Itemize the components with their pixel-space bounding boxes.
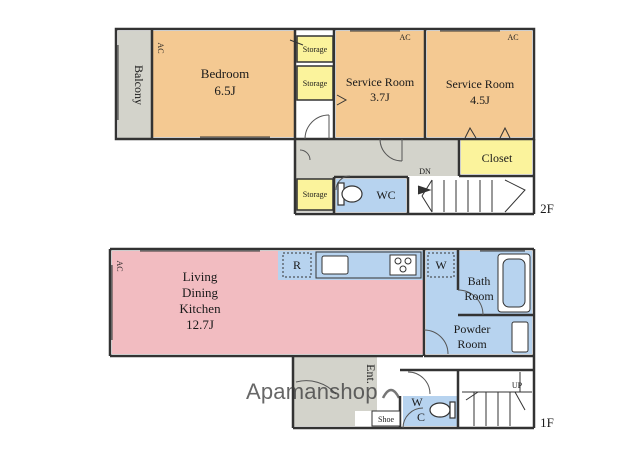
service-room-a-name: Service Room (346, 75, 415, 89)
stairs-up-label: UP (512, 381, 523, 390)
floor-1f-label: 1F (540, 415, 554, 430)
balcony-area (118, 31, 152, 139)
powder-line2: Room (457, 337, 487, 351)
watermark: Apamanshop (246, 379, 402, 405)
bedroom-size: 6.5J (214, 83, 235, 98)
bedroom-name: Bedroom (201, 66, 249, 81)
entrance-area (293, 356, 355, 426)
wc-1f-line1: W (411, 395, 423, 409)
walls-2f (114, 27, 536, 216)
closet-label: Closet (482, 151, 513, 165)
hall-1f-area (377, 356, 431, 396)
bathtub-icon (497, 253, 531, 313)
service-room-a-size: 3.7J (370, 90, 390, 104)
service-room-b-name: Service Room (446, 77, 515, 91)
entrance-door-icon (295, 380, 337, 395)
service-room-b-area (427, 31, 532, 137)
powder-line1: Powder (454, 322, 491, 336)
closet-area (461, 140, 532, 174)
stove-icon (389, 254, 417, 276)
entrance-step (355, 356, 377, 411)
vanity-icon (511, 321, 529, 353)
refrigerator-label: R (293, 258, 301, 272)
washer-label: W (435, 258, 447, 272)
stairs-1f-icon (462, 372, 532, 426)
bath-line2: Room (464, 289, 494, 303)
stairs-1f-area (460, 370, 532, 426)
stairs-dn-label: DN (419, 167, 431, 176)
first-floor: AC Living Dining Kitchen 12.7J R W Bath … (108, 247, 554, 430)
balcony-label: Balcony (132, 65, 146, 105)
hall-2f-area (296, 140, 460, 176)
storage-2-label: Storage (303, 79, 328, 88)
shoe-label: Shoe (378, 415, 394, 424)
service-room-b-size: 4.5J (470, 93, 490, 107)
service-room-a-area (336, 31, 424, 137)
storage-1-area (296, 35, 334, 63)
apamanshop-logo-icon (381, 388, 400, 399)
storage-3-area (296, 178, 334, 211)
ac-ldk-label: AC (115, 260, 124, 271)
ldk-line3: Kitchen (179, 301, 221, 316)
washer-box (427, 252, 455, 278)
second-floor: Balcony AC Bedroom 6.5J Storage Storage … (114, 27, 554, 216)
wc-1f-line2: C (417, 410, 425, 424)
refrigerator-box (282, 252, 312, 278)
ac-service-b-label: AC (507, 33, 518, 42)
stairs-2f-area (420, 176, 532, 212)
door-swings-1f (402, 289, 484, 429)
ac-service-a-label: AC (399, 33, 410, 42)
toilet-1f-icon (429, 401, 456, 419)
ldk-line2: Dining (182, 285, 219, 300)
entrance-label: Ent. (364, 364, 378, 384)
floor-2f-label: 2F (540, 201, 554, 216)
kitchen-sink-icon (321, 255, 349, 275)
bedroom-area (153, 31, 295, 137)
toilet-2f-icon (337, 182, 363, 206)
ac-bedroom-label: AC (156, 42, 165, 53)
windows-1f (111, 250, 525, 340)
walls-1f (108, 247, 536, 430)
storage-1-label: Storage (303, 45, 328, 54)
ldk-line1: Living (183, 269, 218, 284)
wc-2f-label: WC (376, 188, 395, 202)
door-swings-2f (299, 114, 403, 191)
stairs-2f-icon (417, 179, 526, 213)
windows-2f (117, 30, 500, 138)
ldk-size: 12.7J (186, 317, 214, 332)
closet-doors (289, 39, 511, 139)
shoe-box (371, 410, 401, 427)
storage-3-label: Storage (303, 190, 328, 199)
watermark-text: Apamanshop (246, 379, 378, 404)
bath-line1: Bath (468, 274, 491, 288)
